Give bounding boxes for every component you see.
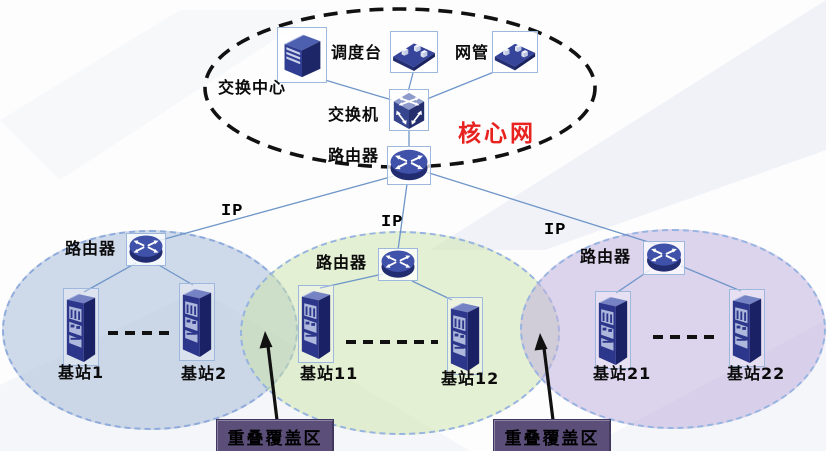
base-station-2-node — [179, 283, 215, 361]
router-icon — [646, 242, 682, 273]
network-management-node — [492, 31, 538, 73]
region3-router-label: 路由器 — [580, 247, 632, 266]
dispatch-console-node — [390, 31, 438, 73]
ip-link-label-2: IP — [381, 213, 404, 232]
region3-router-node — [643, 241, 685, 275]
region1-router-node — [126, 233, 166, 266]
region2-router-node — [378, 248, 418, 281]
router-icon — [128, 234, 164, 264]
core-switch-label: 交换机 — [328, 105, 380, 124]
workstation-platform-icon — [494, 43, 536, 71]
ip-link-label-1: IP — [221, 202, 244, 221]
server-icon — [284, 34, 321, 78]
base-station-11-node — [298, 285, 334, 363]
core-network-label: 核心网 — [458, 121, 536, 147]
ip-link-label-3: IP — [544, 221, 567, 240]
overlap-arrow-right — [534, 333, 555, 421]
base-station-22-label: 基站22 — [727, 364, 786, 383]
inter-station-dashed-links — [108, 331, 721, 344]
core-router-label: 路由器 — [328, 146, 380, 165]
base-station-rack-icon — [732, 294, 762, 363]
base-station-2-label: 基站2 — [181, 364, 228, 383]
region2-router-label: 路由器 — [316, 253, 368, 272]
overlap-coverage-label: 重叠覆盖区 — [227, 428, 323, 449]
core-router-node — [387, 146, 431, 185]
base-station-rack-icon — [301, 290, 331, 359]
router-icon — [389, 148, 429, 182]
switch-icon — [392, 91, 426, 130]
base-station-1-node — [63, 288, 99, 366]
network-management-label: 网管 — [455, 43, 490, 62]
base-station-rack-icon — [182, 288, 212, 357]
core-switch-node — [389, 89, 429, 131]
router-icon — [380, 249, 416, 279]
base-station-22-node — [729, 289, 765, 367]
switching-center-node — [277, 27, 327, 83]
overlap-coverage-box-left: 重叠覆盖区 — [216, 419, 334, 451]
switching-center-label: 交换中心 — [218, 78, 287, 97]
base-station-11-label: 基站11 — [300, 364, 359, 383]
link-lines — [83, 71, 742, 301]
dispatch-console-label: 调度台 — [331, 43, 383, 62]
core-network-boundary — [203, 7, 597, 169]
region1-router-label: 路由器 — [65, 239, 117, 258]
base-station-21-node — [595, 291, 631, 369]
overlap-coverage-label: 重叠覆盖区 — [504, 428, 600, 449]
base-station-12-node — [447, 297, 483, 375]
overlap-arrow-left — [259, 331, 279, 421]
workstation-platform-icon — [393, 43, 435, 72]
base-station-21-label: 基站21 — [593, 364, 652, 383]
base-station-rack-icon — [66, 293, 96, 362]
base-station-rack-icon — [450, 302, 480, 371]
base-station-1-label: 基站1 — [58, 363, 105, 382]
overlap-coverage-box-right: 重叠覆盖区 — [493, 419, 611, 451]
base-station-12-label: 基站12 — [441, 369, 500, 388]
base-station-rack-icon — [598, 296, 628, 365]
